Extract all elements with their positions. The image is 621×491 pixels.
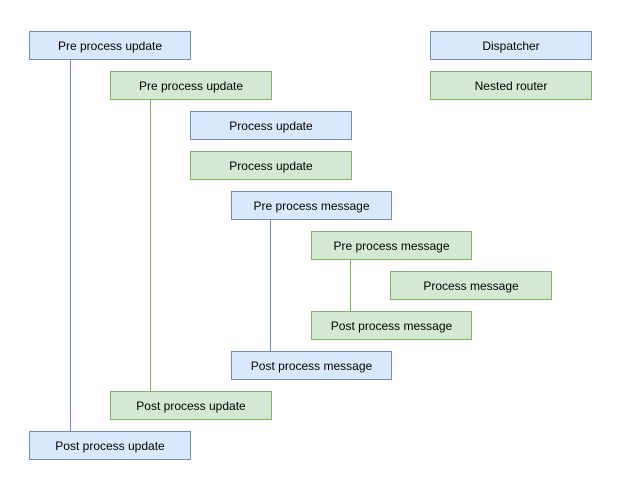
node-pre-process-message-dispatcher[interactable]: Pre process message <box>231 191 392 220</box>
connector-pre-to-post-process-update-dispatcher <box>70 60 71 431</box>
legend-item-dispatcher[interactable]: Dispatcher <box>430 31 592 60</box>
node-label: Post process update <box>55 438 165 453</box>
node-process-update-dispatcher[interactable]: Process update <box>190 111 352 140</box>
node-label: Post process update <box>136 398 246 413</box>
node-process-message-router[interactable]: Process message <box>390 271 552 300</box>
node-label: Pre process message <box>253 198 370 213</box>
node-label: Process message <box>423 278 519 293</box>
node-post-process-message-router[interactable]: Post process message <box>311 311 472 340</box>
connector-pre-to-post-process-message-router <box>350 260 351 311</box>
node-post-process-update-router[interactable]: Post process update <box>110 391 272 420</box>
legend-item-label: Dispatcher <box>482 38 540 53</box>
node-label: Pre process update <box>57 38 163 53</box>
node-label: Post process message <box>330 318 453 333</box>
node-process-update-router[interactable]: Process update <box>190 151 352 180</box>
node-pre-process-update-router[interactable]: Pre process update <box>110 71 272 100</box>
connector-pre-to-post-process-update-router <box>150 100 151 391</box>
node-label: Process update <box>229 118 313 133</box>
legend-item-label: Nested router <box>474 78 548 93</box>
node-label: Pre process message <box>333 238 450 253</box>
connector-pre-to-post-process-message-dispatcher <box>270 220 271 351</box>
node-post-process-message-dispatcher[interactable]: Post process message <box>231 351 392 380</box>
node-label: Pre process update <box>138 78 244 93</box>
node-pre-process-message-router[interactable]: Pre process message <box>311 231 472 260</box>
node-pre-process-update-dispatcher[interactable]: Pre process update <box>29 31 191 60</box>
node-label: Post process message <box>250 358 373 373</box>
legend-item-nested-router[interactable]: Nested router <box>430 71 592 100</box>
node-label: Process update <box>229 158 313 173</box>
node-post-process-update-dispatcher[interactable]: Post process update <box>29 431 191 460</box>
